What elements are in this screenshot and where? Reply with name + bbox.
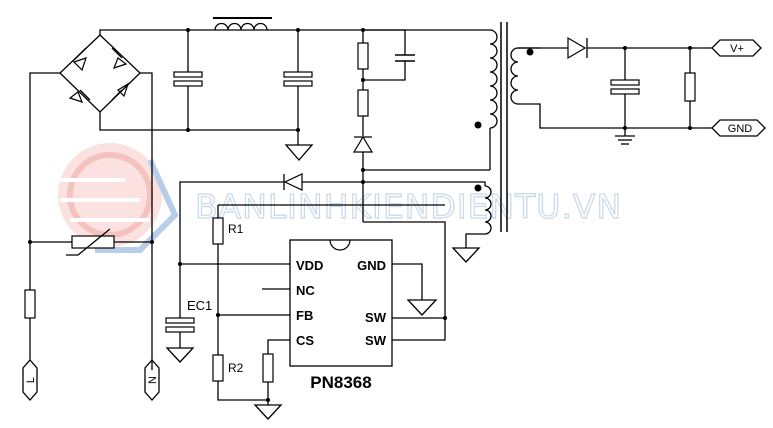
- pin-cs: CS: [296, 333, 314, 348]
- watermark-logo-icon: [58, 143, 179, 253]
- output-positive-label: V+: [730, 43, 744, 55]
- r1-resistor: R1: [212, 217, 244, 245]
- thermistor: [66, 228, 115, 256]
- cs-sense-resistor: [262, 353, 274, 383]
- ec1-label: EC1: [187, 298, 212, 313]
- ground-symbol: [253, 404, 283, 420]
- line-input-connector: L: [22, 359, 38, 401]
- r1-label: R1: [228, 222, 244, 236]
- pin-sw-1: SW: [365, 310, 387, 325]
- ground-symbol: [406, 299, 438, 316]
- bridge-rectifier: [59, 34, 141, 113]
- ec1-capacitor: EC1: [165, 298, 212, 363]
- line-input-label: L: [25, 377, 37, 383]
- neutral-input-label: N: [147, 376, 159, 384]
- snubber-network: [352, 29, 415, 170]
- watermark-text: BANLINHKIENDIENTU.VN: [195, 187, 622, 226]
- r2-resistor: R2: [212, 354, 244, 382]
- watermark: BANLINHKIENDIENTU.VN: [58, 143, 622, 253]
- neutral-input-connector: N: [144, 359, 160, 401]
- r2-label: R2: [228, 361, 244, 375]
- fuse: [24, 289, 36, 319]
- pin-fb: FB: [296, 308, 313, 323]
- bulk-capacitor-2: [283, 30, 313, 145]
- ic-part-number: PN8368: [310, 373, 371, 392]
- ground-symbol: [451, 247, 481, 263]
- output-positive-connector: V+: [711, 39, 762, 57]
- output-diode: [567, 36, 588, 60]
- chassis-ground-icon: [615, 128, 635, 145]
- pin-gnd: GND: [357, 258, 386, 273]
- output-ground-label: GND: [728, 123, 753, 135]
- output-ground-connector: GND: [711, 119, 766, 137]
- pin-nc: NC: [296, 283, 315, 298]
- inductor: [213, 17, 272, 31]
- pin-vdd: VDD: [296, 258, 323, 273]
- output-capacitor: [610, 48, 640, 128]
- transformer: [474, 22, 534, 235]
- ground-symbol: [284, 144, 314, 161]
- pin-sw-2: SW: [365, 333, 387, 348]
- bulk-capacitor-1: [173, 30, 203, 130]
- output-resistor: [684, 48, 696, 128]
- ic-pn8368: VDD NC FB CS GND SW SW PN8368: [289, 239, 393, 392]
